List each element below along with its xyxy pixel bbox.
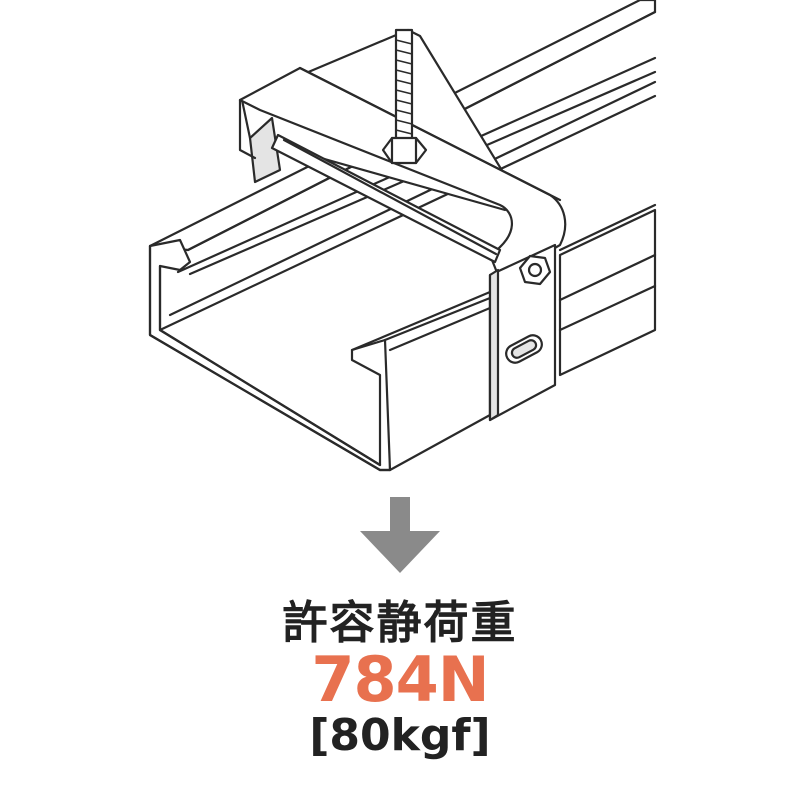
- down-arrow-shape: [360, 497, 440, 573]
- clamp-inner-rod-line: [282, 138, 498, 256]
- clamp-top-edge: [238, 66, 562, 202]
- threaded-rod: [394, 28, 414, 147]
- down-arrow-icon: [360, 497, 440, 573]
- channel-side-lines: [558, 203, 657, 332]
- clamp-top-strap: [238, 66, 567, 282]
- clamp-inner-rod: [270, 133, 502, 264]
- clamp-side-plate-edge: [488, 268, 500, 422]
- hex-nut-icon: [381, 136, 428, 165]
- channel-right-body: [383, 296, 492, 472]
- clamp-back-shade: [248, 116, 282, 184]
- clamp-slot-inner: [510, 339, 538, 359]
- load-value-kgf: [80kgf]: [309, 710, 491, 761]
- channel-front-lip: [158, 264, 382, 467]
- load-value-newtons: 784N: [311, 643, 489, 716]
- hanger-clamp-illustration: [148, 0, 657, 472]
- allowable-static-load-title: 許容静荷重: [282, 596, 518, 649]
- channel-right-lines: [350, 290, 492, 352]
- channel-side-face: [558, 208, 657, 377]
- channel-front-outline: [148, 244, 392, 472]
- hex-bolt-icon: [518, 254, 552, 286]
